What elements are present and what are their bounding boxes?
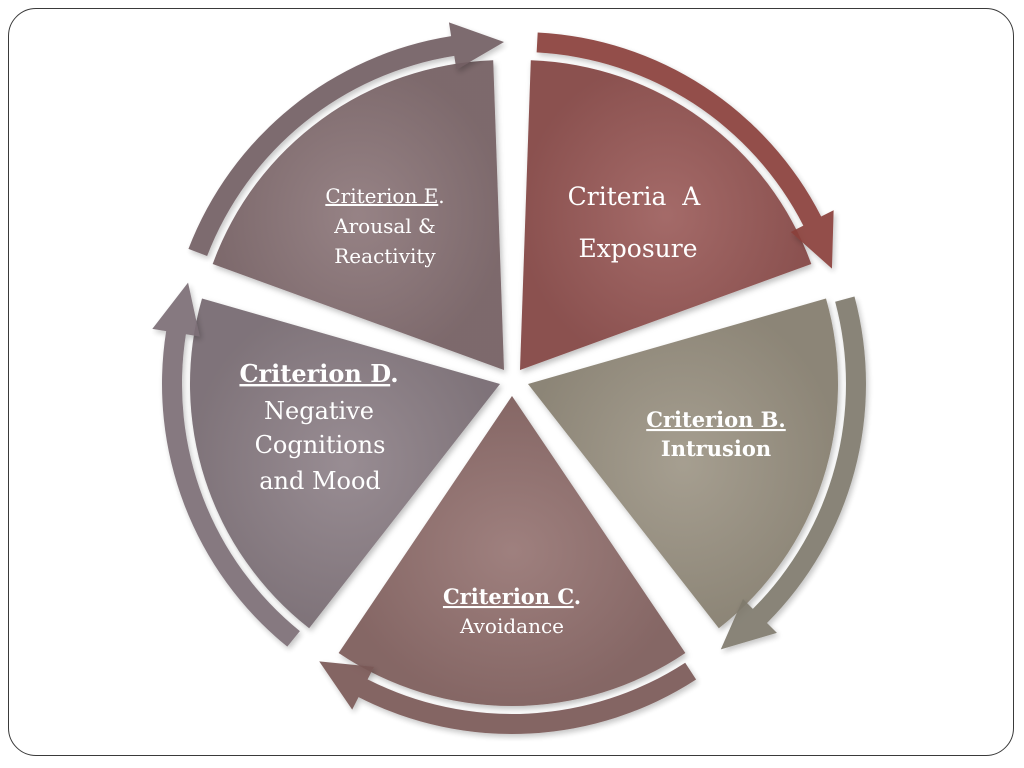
segment-e-shading <box>212 60 504 370</box>
segment-d-title-line: Criterion D. <box>239 359 398 388</box>
segment-a-shading <box>520 60 812 370</box>
segment-wedges <box>190 60 839 706</box>
segment-c-subtitle: Avoidance <box>459 614 564 638</box>
segment-d-shading <box>190 298 500 629</box>
segment-e-title-suffix: . <box>438 184 444 208</box>
segment-a-subtitle: Exposure <box>578 234 697 263</box>
segment-c-title-suffix: . <box>574 584 581 609</box>
segment-d-arrow <box>152 282 300 647</box>
segment-e-arrow <box>188 22 504 257</box>
segment-c-title: Criterion C <box>443 584 574 609</box>
segment-d-line3: Cognitions <box>255 431 386 459</box>
segment-c-shading <box>338 396 686 706</box>
segment-d-line4: and Mood <box>259 467 381 495</box>
segment-d-title-suffix: . <box>390 359 398 388</box>
segment-e-line3: Reactivity <box>334 244 436 268</box>
segment-b-label: Criterion B. Intrusion <box>646 407 786 461</box>
segment-e-title: Criterion E <box>325 184 438 208</box>
segment-e-line2: Arousal & <box>333 214 436 238</box>
segment-d-title: Criterion D <box>239 359 390 388</box>
segment-b-title: Criterion B. <box>646 407 786 432</box>
segment-b-shading <box>528 298 839 629</box>
segment-a-label: Criteria A Exposure <box>568 182 702 263</box>
segment-a-arrow <box>536 32 834 269</box>
segment-c-title-line: Criterion C. <box>443 584 581 609</box>
segment-c-label: Criterion C. Avoidance <box>443 584 581 638</box>
segment-e-title-line: Criterion E. <box>325 184 444 208</box>
cycle-arrows <box>152 22 866 734</box>
segment-c-arrow <box>319 661 697 734</box>
segment-d-line2: Negative <box>264 397 374 425</box>
segment-d-label: Criterion D. Negative Cognitions and Moo… <box>239 359 398 495</box>
segment-b-arrow <box>720 296 866 650</box>
segment-b-subtitle: Intrusion <box>661 436 771 461</box>
segment-a-title: Criteria A <box>568 182 702 211</box>
segment-e-label: Criterion E. Arousal & Reactivity <box>325 184 444 268</box>
